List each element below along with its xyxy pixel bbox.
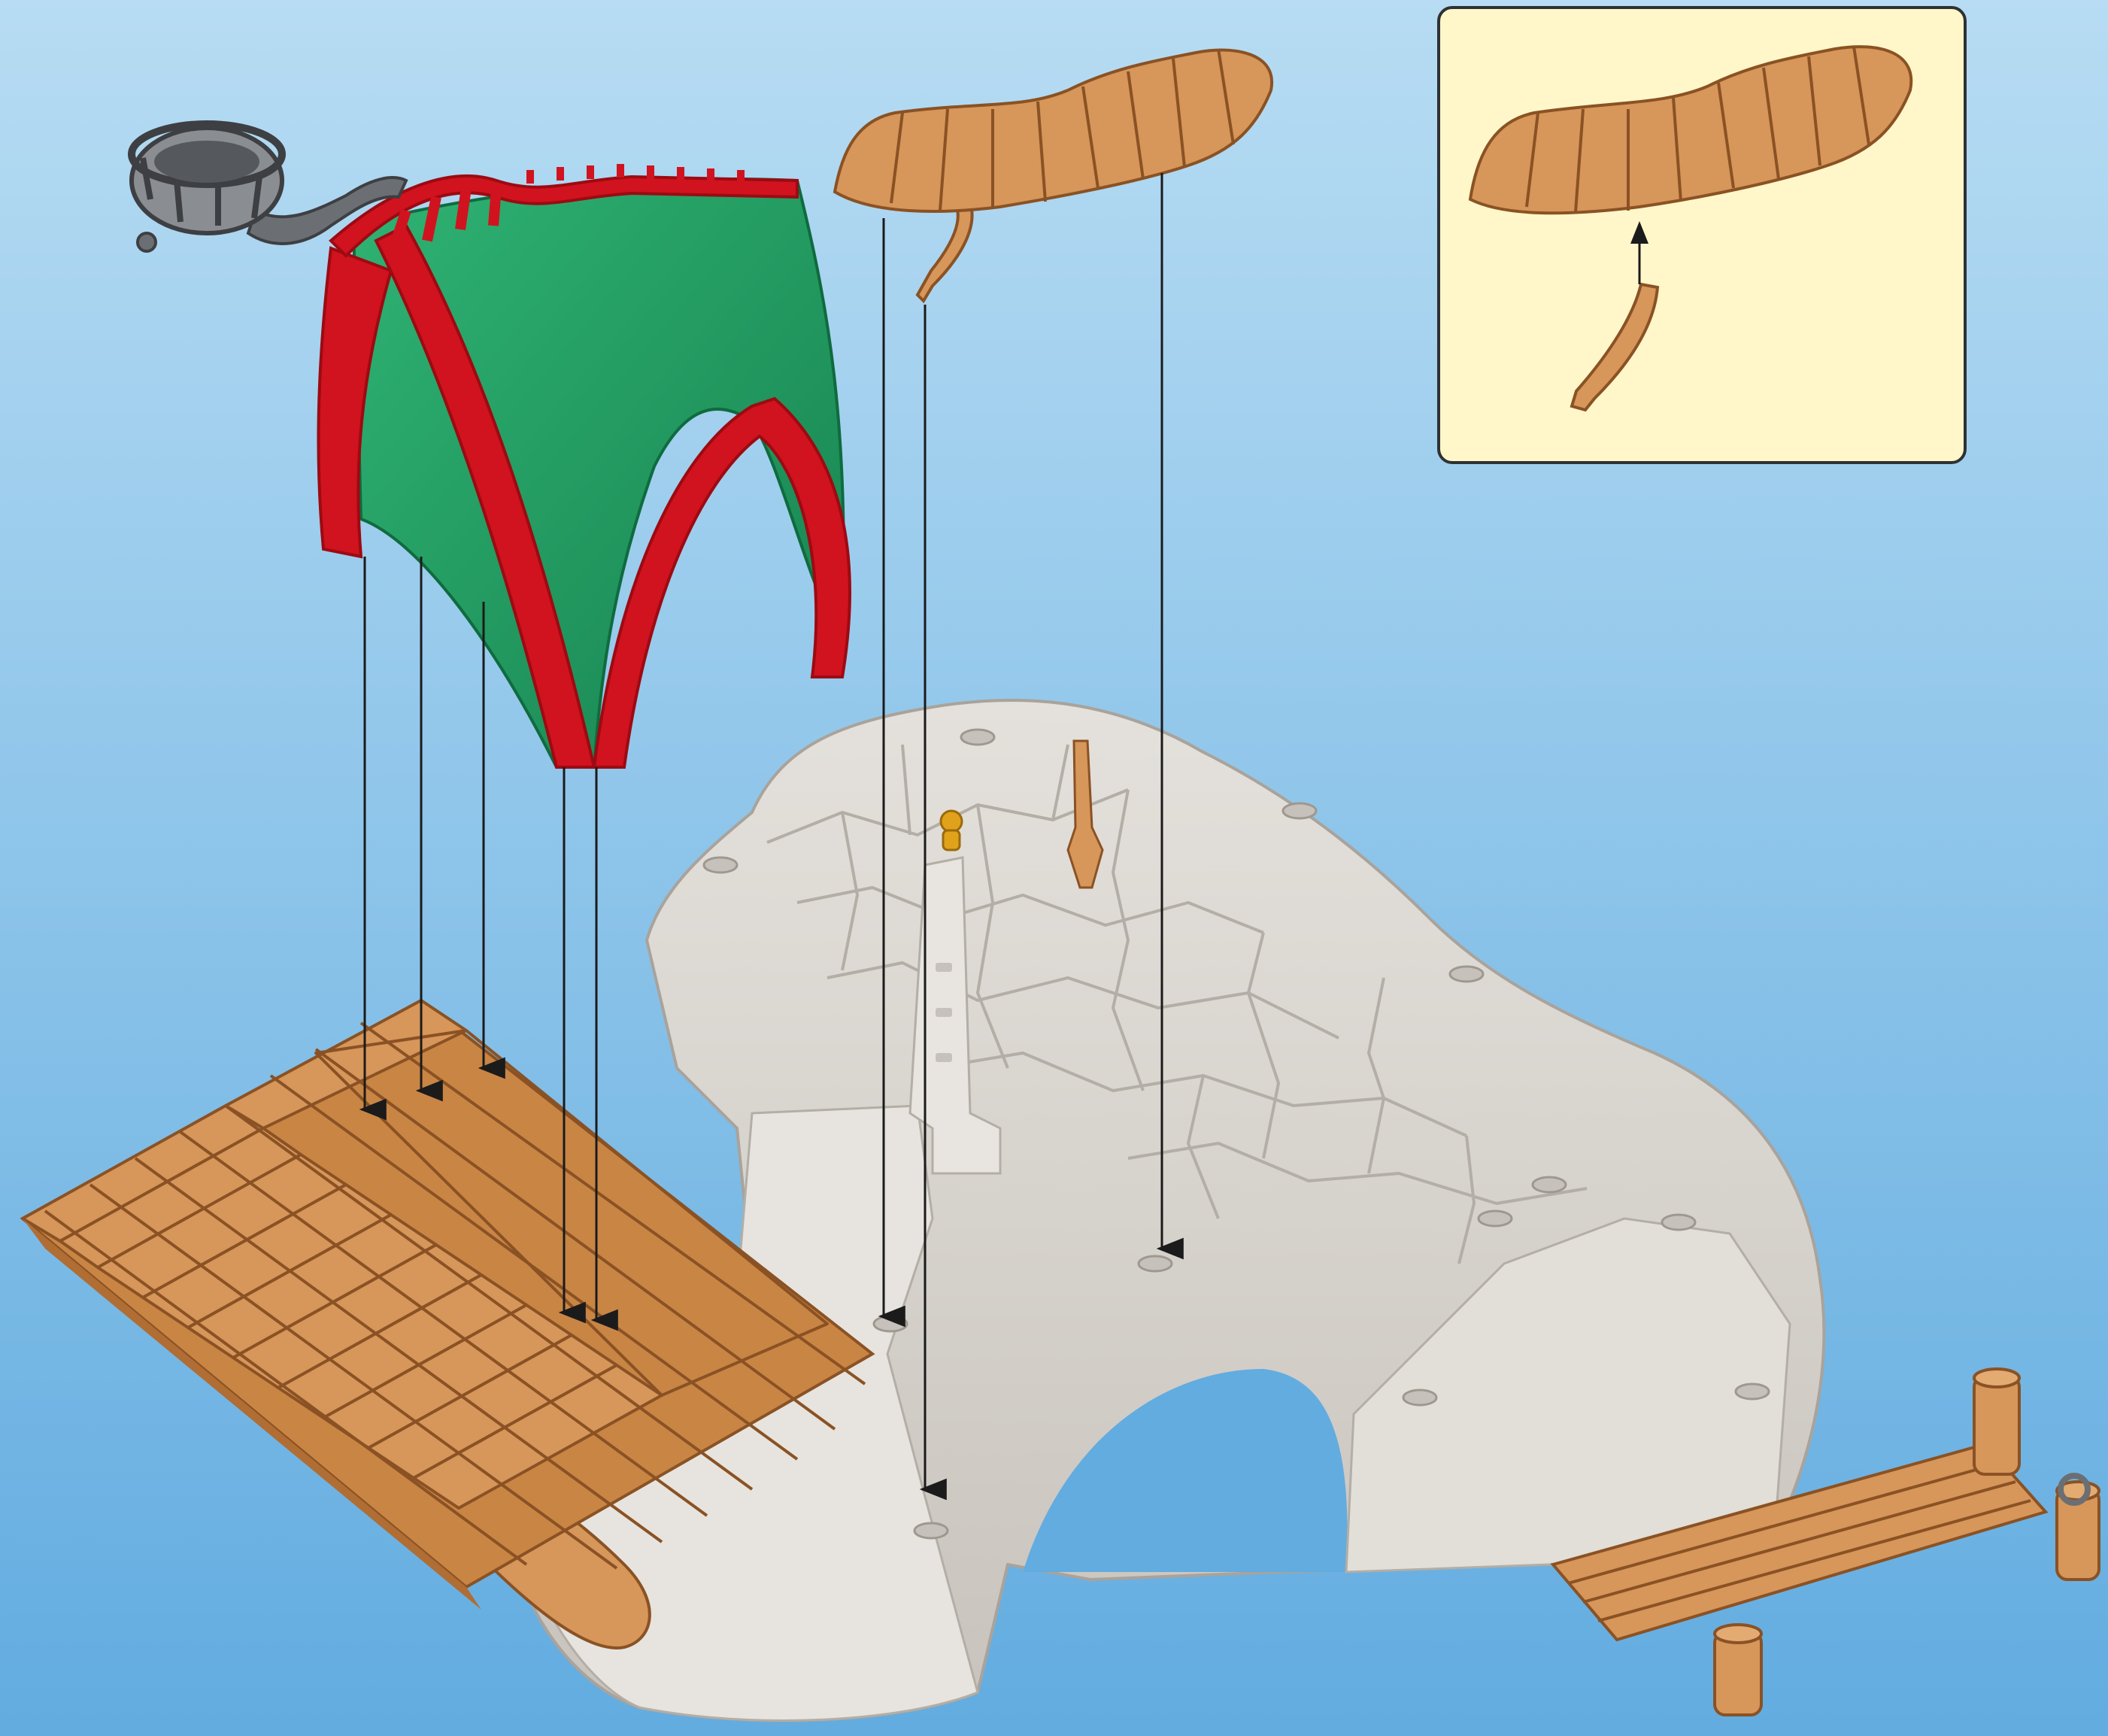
detail-inset: [1439, 8, 1965, 463]
gold-figure: [941, 811, 962, 850]
basket-knob: [138, 233, 156, 251]
basket-inner: [154, 141, 259, 183]
